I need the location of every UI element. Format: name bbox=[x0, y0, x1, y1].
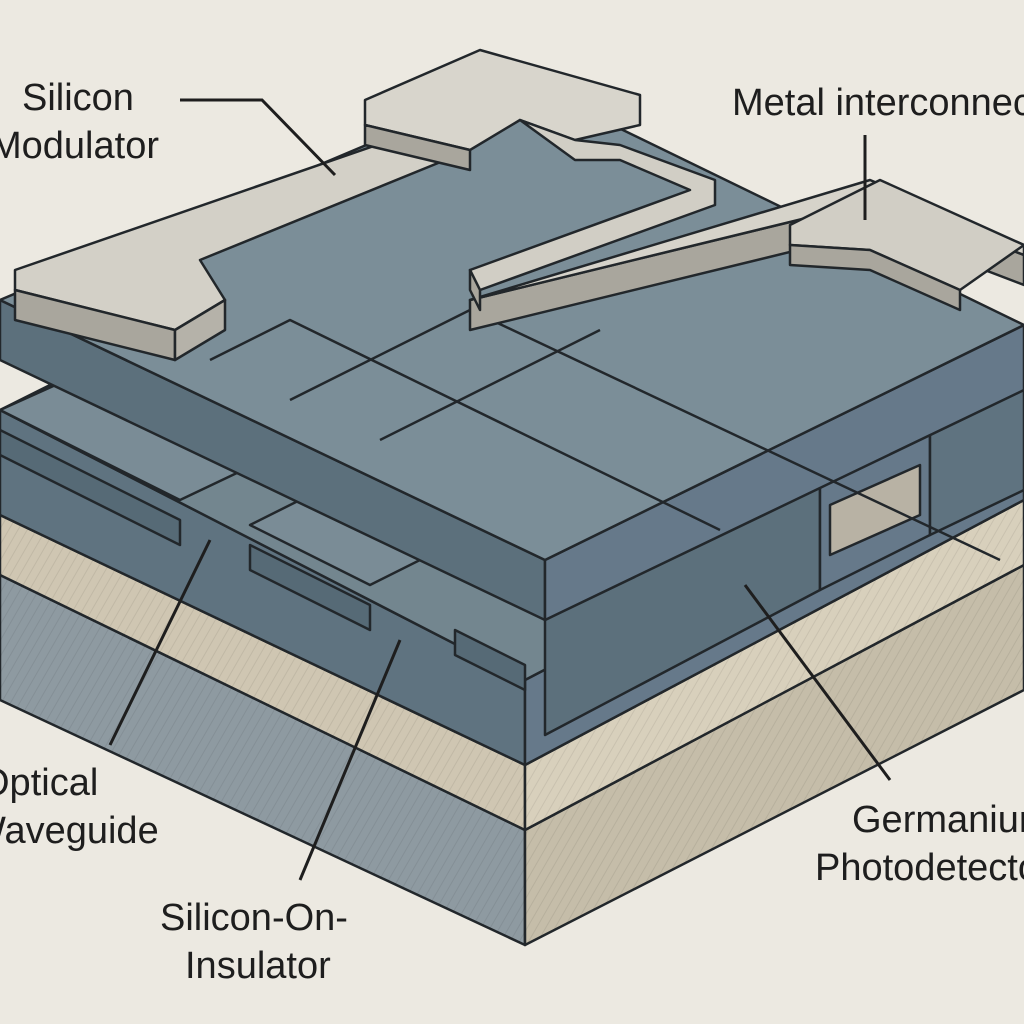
leader-silicon-modulator bbox=[180, 98, 337, 177]
svg-text:Modulator: Modulator bbox=[0, 125, 159, 167]
svg-text:Germanium: Germanium bbox=[852, 799, 1024, 841]
label-soi: Silicon-On- Insulator bbox=[160, 897, 348, 987]
label-metal-interconnect: Metal interconnect bbox=[732, 82, 1024, 124]
svg-text:Metal interconnect: Metal interconnect bbox=[732, 82, 1024, 124]
svg-text:Waveguide: Waveguide bbox=[0, 810, 159, 852]
leader-germanium-photodetector bbox=[743, 584, 892, 781]
metal-interconnect bbox=[468, 178, 1024, 332]
label-germanium-photodetector: Germanium Photodetector bbox=[815, 799, 1024, 889]
svg-text:Silicon: Silicon bbox=[22, 77, 134, 119]
leader-lines bbox=[108, 98, 892, 881]
substrate-layer bbox=[0, 563, 1024, 947]
label-silicon-modulator: Silicon Modulator bbox=[0, 77, 159, 167]
svg-text:Insulator: Insulator bbox=[185, 945, 331, 987]
svg-text:Silicon-On-: Silicon-On- bbox=[160, 897, 348, 939]
svg-text:Photodetector: Photodetector bbox=[815, 847, 1024, 889]
silicon-modulator bbox=[13, 48, 717, 362]
label-optical-waveguide: Optical Waveguide bbox=[0, 762, 159, 852]
svg-text:Optical: Optical bbox=[0, 762, 98, 804]
leader-optical-waveguide bbox=[108, 539, 212, 746]
buried-oxide-layer bbox=[0, 498, 1024, 832]
leader-soi bbox=[298, 639, 402, 881]
